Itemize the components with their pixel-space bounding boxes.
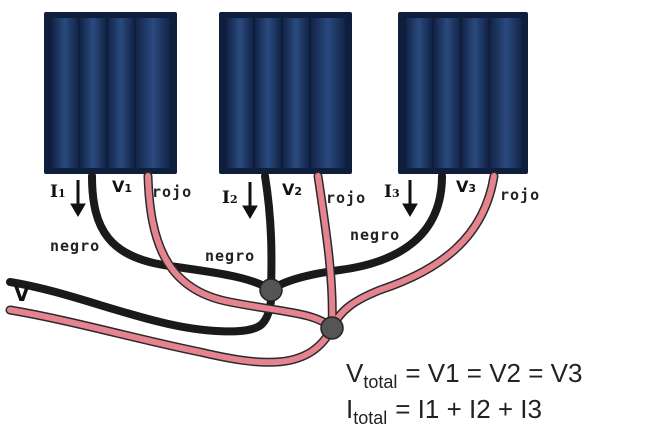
voltage-equation: Vtotal= V1 = V2 = V3 [346,358,582,392]
current-label-1: I1 [50,182,66,202]
junction-negative [259,278,283,302]
solar-panel-1 [44,12,177,174]
current-arrow-2 [242,182,258,219]
solar-panel-3 [398,12,528,174]
current-label-3: I3 [384,182,400,202]
current-arrow-3 [402,180,418,217]
voltage-label-2: V2 [282,180,302,199]
solar-panel-2 [219,12,352,174]
red-wire-label-2: rojo [326,189,366,207]
voltage-label-1: V1 [112,177,132,196]
red-wires [7,173,497,366]
current-equation: Itotal= I1 + I2 + I3 [346,394,542,428]
red-wire-label-3: rojo [500,186,540,204]
red-wire-label-1: rojo [152,183,192,201]
output-voltage-label: V [14,282,30,306]
junction-positive [320,316,344,340]
black-wire-label-1: negro [50,237,100,255]
current-arrow-1 [70,180,86,217]
black-wire-label-2: negro [205,247,255,265]
voltage-label-3: V3 [456,177,476,196]
black-wire-label-3: negro [350,226,400,244]
current-label-2: I2 [222,188,238,208]
